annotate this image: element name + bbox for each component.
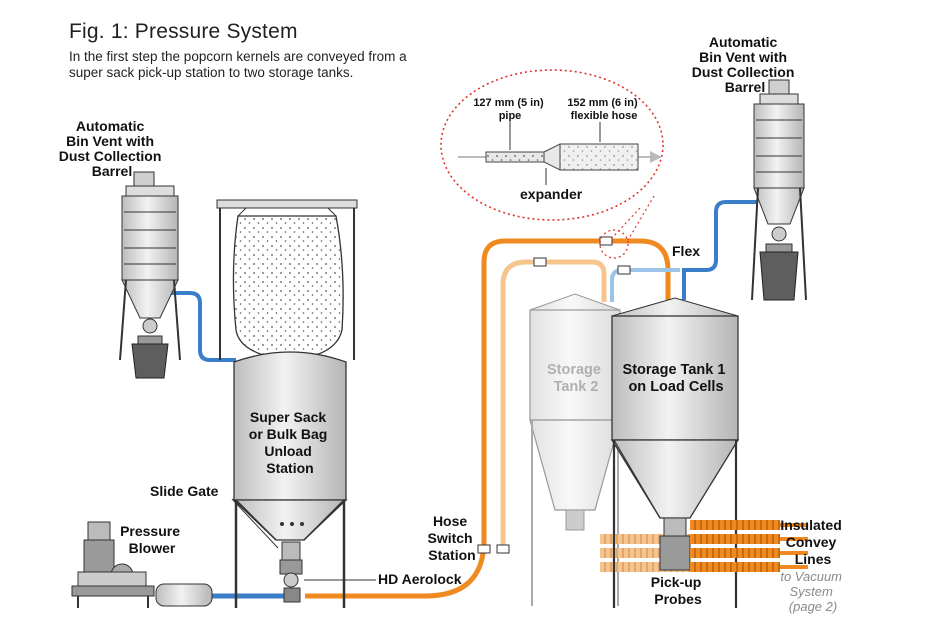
slide-gate-icon: [281, 541, 301, 561]
blower-icon: [71, 521, 213, 608]
hd-aerolock-label: HD Aerolock: [378, 571, 462, 587]
unload-station-label: Super Sack or Bulk Bag Unload Station: [249, 409, 331, 476]
insulated-lines-label: Insulated Convey Lines: [780, 517, 845, 567]
convey-lines: [170, 200, 758, 599]
pressure-blower-label: Pressure Blower: [120, 523, 184, 556]
vacuum-ref-label: to Vacuum System (page 2): [780, 569, 845, 614]
bin-vent-right-label: Automatic Bin Vent with Dust Collection …: [692, 34, 799, 95]
expander-inset: [440, 69, 664, 259]
storage-tank-icon: [529, 293, 621, 606]
storage-tank-icon: [610, 297, 740, 608]
bin-vent-icon: [751, 79, 807, 301]
bin-vent-icon: [119, 171, 181, 379]
slide-gate-label: Slide Gate: [150, 483, 219, 499]
flex-label: Flex: [672, 243, 700, 259]
pickup-probes-label: Pick-up Probes: [651, 574, 705, 607]
inset-expander-label: expander: [520, 186, 583, 202]
hose-switch-label: Hose Switch Station: [427, 513, 476, 563]
airlock-icon: [279, 559, 303, 603]
super-sack-icon: [216, 199, 358, 608]
storage-tank-2-label: Storage Tank 2: [547, 362, 605, 395]
inset-hose-label: 152 mm (6 in) flexible hose: [567, 97, 640, 122]
figure-title: Fig. 1: Pressure System: [69, 20, 298, 43]
figure-caption: In the first step the popcorn kernels ar…: [69, 49, 407, 80]
inset-pipe-label: 127 mm (5 in) pipe: [473, 97, 546, 122]
bin-vent-left-label: Automatic Bin Vent with Dust Collection …: [59, 118, 166, 179]
storage-tank-1-label: Storage Tank 1 on Load Cells: [623, 362, 730, 395]
